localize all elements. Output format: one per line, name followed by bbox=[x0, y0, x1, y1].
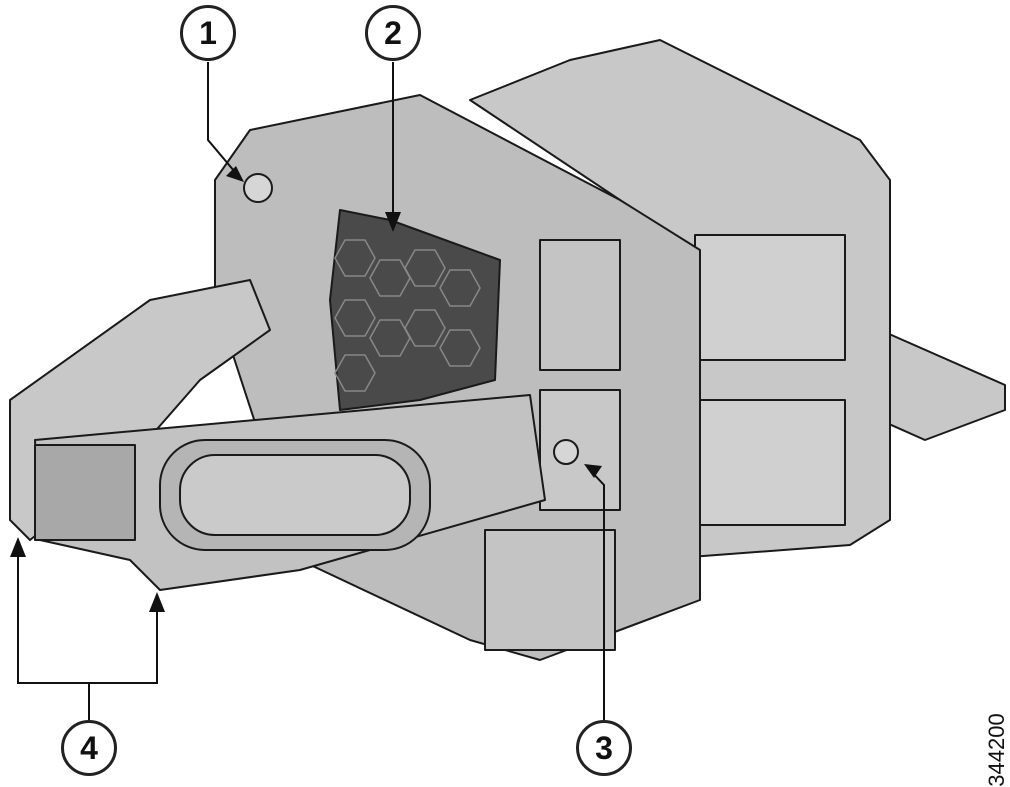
module-rail bbox=[879, 329, 1006, 441]
figure-number: 344200 bbox=[984, 713, 1009, 787]
callout-3: 3 bbox=[576, 720, 632, 776]
latch-1 bbox=[243, 173, 273, 203]
callout-1: 1 bbox=[180, 5, 236, 61]
grille-hexagons bbox=[334, 239, 481, 392]
leader-lines bbox=[17, 62, 605, 720]
callout-4: 4 bbox=[61, 720, 117, 776]
callout-2: 2 bbox=[365, 5, 421, 61]
latch-3 bbox=[553, 439, 579, 465]
arrowheads bbox=[10, 166, 602, 612]
